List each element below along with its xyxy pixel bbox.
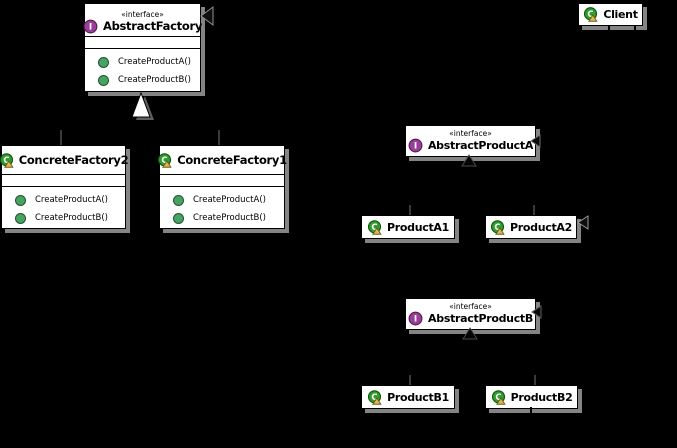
connector-line-stub-concrete-factory1[interactable] bbox=[218, 130, 220, 145]
operation-row: CreateProductA() bbox=[160, 191, 284, 209]
connector-line-stub-product-b2[interactable] bbox=[534, 375, 536, 385]
connector-line-stub-below-product-b2[interactable] bbox=[530, 407, 532, 416]
association-arrowhead-abstract-product-a[interactable] bbox=[530, 134, 542, 148]
attributes-compartment bbox=[85, 36, 200, 49]
interface-icon bbox=[408, 311, 423, 326]
class-box-product-b1[interactable]: ProductB1 bbox=[361, 385, 455, 409]
stereotype-label: «interface» bbox=[121, 9, 164, 19]
class-icon bbox=[491, 390, 506, 405]
class-icon bbox=[367, 390, 382, 405]
operation-visibility-icon bbox=[173, 194, 184, 206]
class-name: AbstractFactory bbox=[102, 19, 203, 33]
class-box-abstract-factory[interactable]: «interface» AbstractFactory CreateProduc… bbox=[83, 3, 203, 92]
operation-visibility-icon bbox=[98, 74, 109, 86]
operation-label: CreateProductA() bbox=[193, 195, 266, 205]
operation-visibility-icon bbox=[15, 212, 26, 224]
class-header: ConcreteFactory1 bbox=[157, 146, 287, 174]
operation-row: CreateProductB() bbox=[85, 71, 200, 89]
connector-line-stub-client-right[interactable] bbox=[634, 26, 636, 34]
stereotype-label: «interface» bbox=[449, 302, 492, 311]
class-box-client[interactable]: Client bbox=[578, 3, 643, 26]
operations-compartment: CreateProductA() CreateProductB() bbox=[85, 49, 200, 89]
class-header: «interface» AbstractFactory bbox=[83, 4, 203, 36]
class-header: ConcreteFactory2 bbox=[0, 146, 129, 174]
class-box-concrete-factory1[interactable]: ConcreteFactory1 CreateProductA() Create… bbox=[157, 145, 287, 229]
connector-line-stub-client-left[interactable] bbox=[608, 26, 610, 34]
operation-row: CreateProductA() bbox=[85, 53, 200, 71]
connector-line-stub-product-a2[interactable] bbox=[533, 205, 535, 215]
class-icon bbox=[490, 220, 505, 235]
class-icon bbox=[157, 153, 172, 168]
class-box-abstract-product-a[interactable]: «interface» AbstractProductA bbox=[405, 125, 536, 157]
operation-label: CreateProductB() bbox=[193, 213, 266, 223]
class-icon bbox=[0, 153, 14, 168]
operation-label: CreateProductB() bbox=[35, 213, 108, 223]
class-name: Client bbox=[603, 8, 638, 21]
class-name: ProductA2 bbox=[510, 220, 572, 234]
association-arrowhead-abstract-product-b[interactable] bbox=[531, 305, 543, 319]
association-arrowhead-product-a2[interactable] bbox=[577, 215, 590, 230]
realization-arrowhead-abstract-factory[interactable] bbox=[129, 92, 159, 122]
connector-line-stub-concrete-factory2[interactable] bbox=[60, 130, 62, 145]
attributes-compartment bbox=[160, 174, 284, 187]
class-name: ProductA1 bbox=[387, 220, 449, 234]
class-box-abstract-product-b[interactable]: «interface» AbstractProductB bbox=[405, 298, 536, 330]
class-name: AbstractProductA bbox=[427, 139, 534, 152]
connector-line-stub-product-b1[interactable] bbox=[409, 375, 411, 385]
operations-compartment: CreateProductA() CreateProductB() bbox=[160, 187, 284, 227]
stereotype-label: «interface» bbox=[449, 129, 492, 138]
class-name: AbstractProductB bbox=[428, 312, 533, 325]
class-name: ConcreteFactory2 bbox=[18, 153, 129, 167]
class-icon bbox=[583, 7, 598, 22]
operation-visibility-icon bbox=[98, 56, 109, 68]
realization-arrowhead-abstract-product-b[interactable] bbox=[461, 327, 479, 340]
attributes-compartment bbox=[2, 174, 125, 187]
realization-arrowhead-abstract-product-a[interactable] bbox=[460, 154, 478, 167]
operations-compartment: CreateProductA() CreateProductB() bbox=[2, 187, 125, 227]
class-icon bbox=[367, 220, 382, 235]
interface-icon bbox=[408, 138, 423, 153]
class-name: ProductB1 bbox=[387, 390, 449, 404]
connector-line-stub-product-a1[interactable] bbox=[409, 205, 411, 215]
class-name: ProductB2 bbox=[510, 390, 573, 404]
operation-label: CreateProductA() bbox=[118, 57, 191, 67]
interface-icon bbox=[83, 19, 98, 34]
operation-label: CreateProductB() bbox=[118, 75, 191, 85]
operation-label: CreateProductA() bbox=[35, 195, 108, 205]
operation-row: CreateProductB() bbox=[2, 209, 125, 227]
class-box-product-a1[interactable]: ProductA1 bbox=[361, 215, 455, 239]
operation-row: CreateProductA() bbox=[2, 191, 125, 209]
operation-visibility-icon bbox=[173, 212, 184, 224]
class-box-product-a2[interactable]: ProductA2 bbox=[485, 215, 577, 239]
class-box-concrete-factory2[interactable]: ConcreteFactory2 CreateProductA() Create… bbox=[0, 145, 129, 229]
class-header: «interface» AbstractProductA bbox=[406, 126, 535, 156]
class-name: ConcreteFactory1 bbox=[177, 153, 287, 167]
operation-row: CreateProductB() bbox=[160, 209, 284, 227]
operation-visibility-icon bbox=[15, 194, 26, 206]
class-box-product-b2[interactable]: ProductB2 bbox=[485, 385, 578, 409]
association-arrowhead-abstract-factory[interactable] bbox=[199, 6, 215, 26]
class-header: «interface» AbstractProductB bbox=[406, 299, 535, 329]
